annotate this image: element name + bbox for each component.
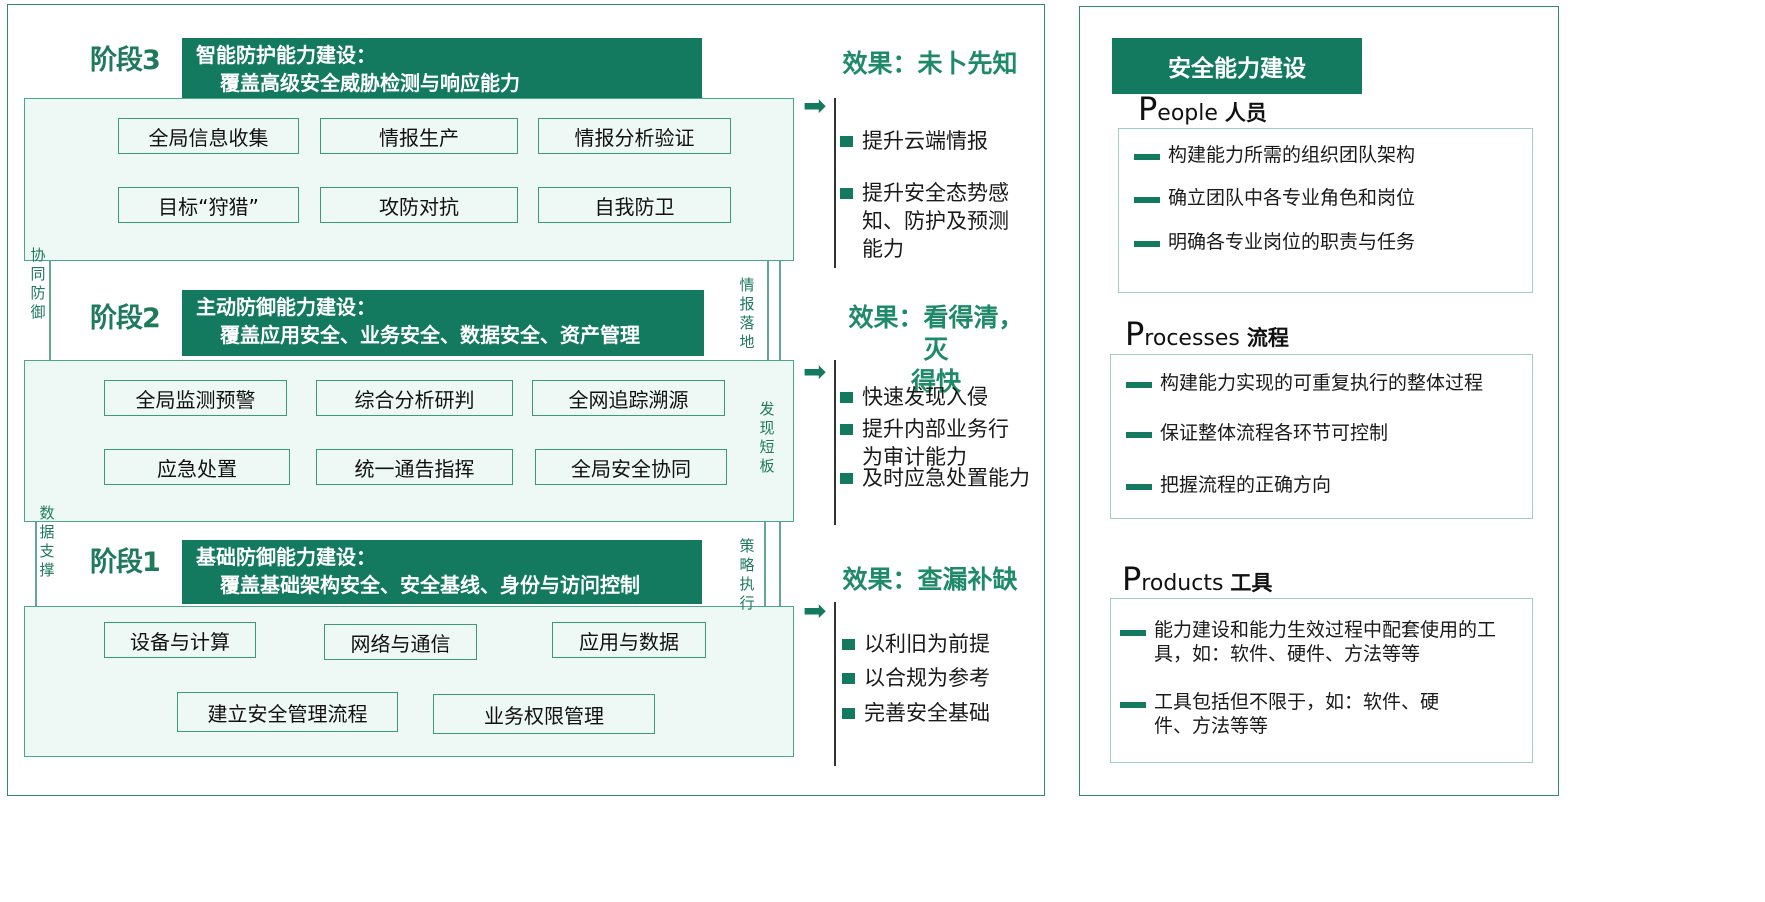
processes-item-1: 构建能力实现的可重复执行的整体过程 bbox=[1112, 370, 1522, 396]
stage1-banner-line2: 覆盖基础架构安全、安全基线、身份与访问控制 bbox=[220, 573, 640, 597]
stage2-cap-4: 应急处置 bbox=[104, 449, 290, 485]
stage1-banner: 基础防御能力建设： 覆盖基础架构安全、安全基线、身份与访问控制 bbox=[182, 540, 702, 604]
collab-defense-label: 协同防御 bbox=[30, 246, 46, 321]
stage3-effect-item-2: 提升安全态势感知、防护及预测能力 bbox=[840, 179, 1010, 263]
stage3-cap-2: 情报生产 bbox=[320, 118, 518, 154]
stage2-effect-item-2: 提升内部业务行为审计能力 bbox=[840, 415, 1010, 471]
stage2-effect-title: 效果：看得清，灭 得快 bbox=[838, 302, 1034, 398]
people-item-1: 构建能力所需的组织团队架构 bbox=[1120, 142, 1520, 168]
stage3-cap-6: 自我防卫 bbox=[538, 187, 731, 223]
people-section-heading: People 人员 bbox=[1138, 90, 1267, 128]
stage3-effect-item-1: 提升云端情报 bbox=[840, 127, 1010, 155]
stage2-cap-5: 统一通告指挥 bbox=[316, 449, 513, 485]
stage2-effect-item-1: 快速发现入侵 bbox=[840, 383, 1020, 411]
stage2-banner: 主动防御能力建设： 覆盖应用安全、业务安全、数据安全、资产管理 bbox=[182, 290, 704, 356]
stage3-cap-5: 攻防对抗 bbox=[320, 187, 518, 223]
processes-section-heading: Processes 流程 bbox=[1125, 315, 1289, 353]
products-item-2: 工具包括但不限于，如：软件、硬件、方法等等 bbox=[1106, 690, 1466, 738]
stage2-cap-6: 全局安全协同 bbox=[535, 449, 727, 485]
stage1-label: 阶段1 bbox=[90, 547, 161, 578]
stage2-banner-line2: 覆盖应用安全、业务安全、数据安全、资产管理 bbox=[220, 323, 640, 347]
stage3-banner-line2: 覆盖高级安全威胁检测与响应能力 bbox=[220, 71, 520, 95]
stage3-cap-4: 目标“狩猎” bbox=[118, 187, 299, 223]
intel-landing-label: 情报落地 bbox=[739, 276, 755, 351]
stage1-cap-3: 应用与数据 bbox=[552, 622, 706, 658]
stage2-effect-title-line1: 效果：看得清，灭 bbox=[848, 303, 1024, 364]
people-item-3: 明确各专业岗位的职责与任务 bbox=[1120, 229, 1520, 255]
processes-item-2: 保证整体流程各环节可控制 bbox=[1112, 420, 1522, 446]
products-item-1: 能力建设和能力生效过程中配套使用的工具，如：软件、硬件、方法等等 bbox=[1106, 618, 1526, 666]
stage1-banner-line1: 基础防御能力建设： bbox=[196, 545, 376, 569]
data-support-label: 数据支撑 bbox=[39, 504, 55, 579]
stage3-effect-divider bbox=[834, 98, 836, 268]
products-section-heading: Products 工具 bbox=[1122, 560, 1273, 598]
stage2-cap-2: 综合分析研判 bbox=[316, 380, 513, 416]
people-item-2: 确立团队中各专业角色和岗位 bbox=[1120, 185, 1520, 211]
stage3-banner-line1: 智能防护能力建设： bbox=[196, 43, 376, 67]
stage1-cap-4: 建立安全管理流程 bbox=[177, 692, 398, 732]
people-section-box bbox=[1118, 128, 1533, 293]
stage2-banner-line1: 主动防御能力建设： bbox=[196, 295, 376, 319]
stage1-effect-item-2: 以合规为参考 bbox=[842, 664, 1012, 692]
stage1-effect-title: 效果：查漏补缺 bbox=[842, 565, 1018, 594]
stage2-effect-item-3: 及时应急处置能力 bbox=[840, 464, 1030, 492]
products-section-box bbox=[1110, 598, 1533, 763]
stage2-cap-3: 全网追踪溯源 bbox=[532, 380, 725, 416]
find-gaps-label: 发现短板 bbox=[759, 400, 775, 475]
stage1-cap-1: 设备与计算 bbox=[104, 622, 256, 658]
processes-item-3: 把握流程的正确方向 bbox=[1112, 472, 1522, 498]
stage1-cap-2: 网络与通信 bbox=[324, 624, 477, 660]
stage1-effect-item-3: 完善安全基础 bbox=[842, 699, 1012, 727]
right-panel-title: 安全能力建设 bbox=[1112, 38, 1362, 94]
stage1-effect-divider bbox=[834, 602, 836, 766]
policy-exec-label: 策略执行 bbox=[739, 537, 755, 612]
stage3-effect-title: 效果：未卜先知 bbox=[842, 49, 1018, 78]
stage2-label: 阶段2 bbox=[90, 303, 161, 334]
stage1-effect-item-1: 以利旧为前提 bbox=[842, 630, 1012, 658]
stage2-effect-divider bbox=[834, 360, 836, 525]
stage3-arrow-icon: ➡ bbox=[803, 89, 827, 122]
stage2-arrow-icon: ➡ bbox=[803, 355, 827, 388]
right-panel-frame bbox=[1079, 6, 1559, 796]
left-diagram-frame bbox=[7, 4, 1045, 796]
stage2-effect-title-line2: 得快 bbox=[910, 367, 961, 396]
stage1-cap-5: 业务权限管理 bbox=[433, 694, 655, 734]
stage3-banner: 智能防护能力建设： 覆盖高级安全威胁检测与响应能力 bbox=[182, 38, 702, 98]
stage1-arrow-icon: ➡ bbox=[803, 594, 827, 627]
stage3-cap-3: 情报分析验证 bbox=[538, 118, 731, 154]
stage3-label: 阶段3 bbox=[90, 45, 161, 76]
stage2-cap-1: 全局监测预警 bbox=[104, 380, 287, 416]
processes-section-box bbox=[1110, 354, 1533, 519]
stage3-cap-1: 全局信息收集 bbox=[118, 118, 299, 154]
